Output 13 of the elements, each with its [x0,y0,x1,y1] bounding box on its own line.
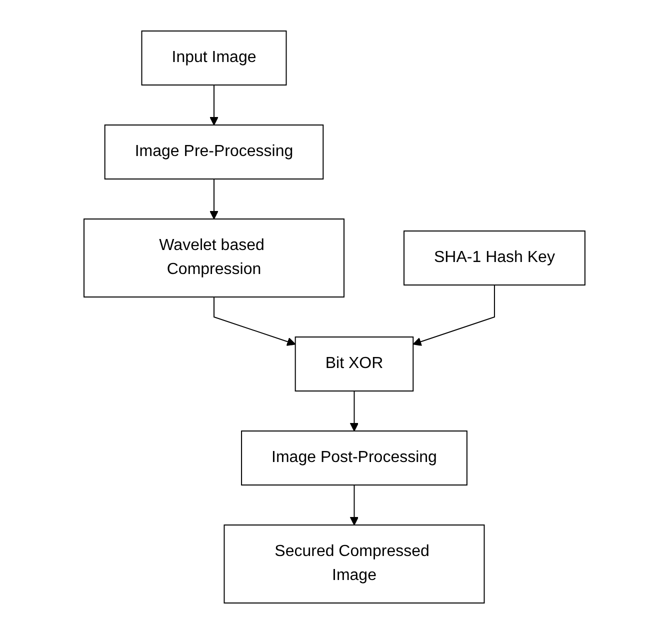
node-box: Image Post-Processing [240,430,467,486]
node-box: Image Pre-Processing [104,124,324,180]
arrow [412,284,494,346]
arrow [213,296,296,346]
node-box: Secured Compressed Image [223,524,484,604]
arrow [209,178,218,220]
arrow [349,390,358,432]
node-box: SHA-1 Hash Key [403,230,585,286]
node-box: Wavelet based Compression [83,218,344,298]
node-box: Bit XOR [294,336,414,392]
node-box: Input Image [140,30,286,86]
arrow [349,484,358,526]
arrow [209,84,218,126]
